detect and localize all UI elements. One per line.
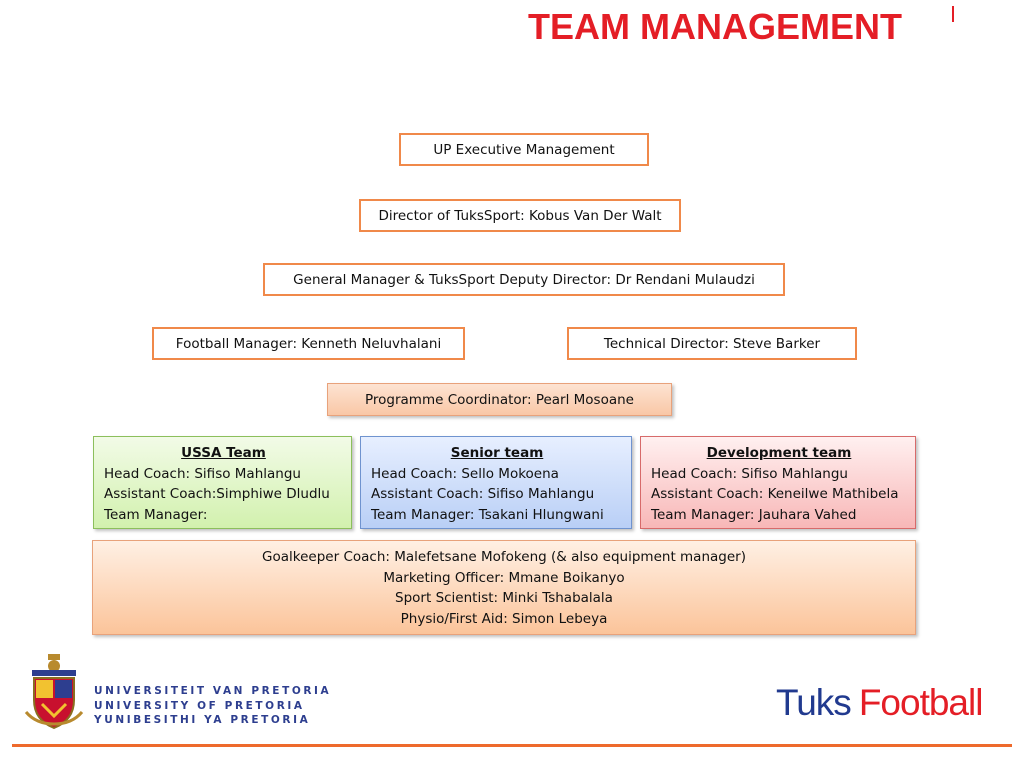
page-title: TEAM MANAGEMENT: [528, 6, 902, 47]
university-name-afrikaans: UNIVERSITEIT VAN PRETORIA: [94, 685, 332, 697]
team-head-coach: Head Coach: Sifiso Mahlangu: [651, 465, 848, 482]
team-manager: Team Manager: Jauhara Vahed: [651, 506, 857, 523]
team-assistant-coach: Assistant Coach: Sifiso Mahlangu: [371, 486, 595, 502]
box-programme-coordinator: Programme Coordinator: Pearl Mosoane: [327, 383, 672, 416]
box-football-manager: Football Manager: Kenneth Neluvhalani: [152, 327, 465, 360]
university-name-english: UNIVERSITY OF PRETORIA: [94, 699, 305, 712]
staff-marketing-officer: Marketing Officer: Mmane Boikanyo: [383, 569, 625, 586]
team-assistant-coach: Assistant Coach:Simphiwe Dludlu: [104, 486, 330, 502]
logo-football: Football: [858, 682, 984, 723]
university-crest-icon: [24, 654, 84, 730]
team-manager: Team Manager: Tsakani Hlungwani: [371, 506, 604, 523]
team-manager: Team Manager:: [104, 506, 208, 523]
team-name: Development team: [706, 445, 852, 461]
bottom-divider: [12, 744, 1012, 747]
university-name: UNIVERSITEIT VAN PRETORIA UNIVERSITY OF …: [94, 684, 331, 728]
staff-goalkeeper-coach: Goalkeeper Coach: Malefetsane Mofokeng (…: [262, 549, 746, 565]
staff-sport-scientist: Sport Scientist: Minki Tshabalala: [395, 590, 613, 606]
team-name: Senior team: [450, 445, 544, 461]
university-name-sepedi: YUNIBESITHI YA PRETORIA: [94, 714, 311, 726]
team-head-coach: Head Coach: Sello Mokoena: [371, 465, 559, 482]
team-name: USSA Team: [181, 445, 266, 461]
team-senior: Senior team Head Coach: Sello Mokoena As…: [360, 436, 632, 529]
box-up-executive: UP Executive Management: [399, 133, 649, 166]
title-tick-decoration: [952, 6, 954, 22]
support-staff-box: Goalkeeper Coach: Malefetsane Mofokeng (…: [92, 540, 916, 635]
logo-tuks: Tuks: [776, 682, 852, 723]
team-head-coach: Head Coach: Sifiso Mahlangu: [104, 465, 301, 482]
box-director: Director of TuksSport: Kobus Van Der Wal…: [359, 199, 681, 232]
box-technical-director: Technical Director: Steve Barker: [567, 327, 857, 360]
team-assistant-coach: Assistant Coach: Keneilwe Mathibela: [651, 486, 899, 502]
team-ussa: USSA Team Head Coach: Sifiso Mahlangu As…: [93, 436, 352, 529]
box-general-manager: General Manager & TuksSport Deputy Direc…: [263, 263, 785, 296]
staff-physio: Physio/First Aid: Simon Lebeya: [400, 610, 608, 627]
team-development: Development team Head Coach: Sifiso Mahl…: [640, 436, 916, 529]
